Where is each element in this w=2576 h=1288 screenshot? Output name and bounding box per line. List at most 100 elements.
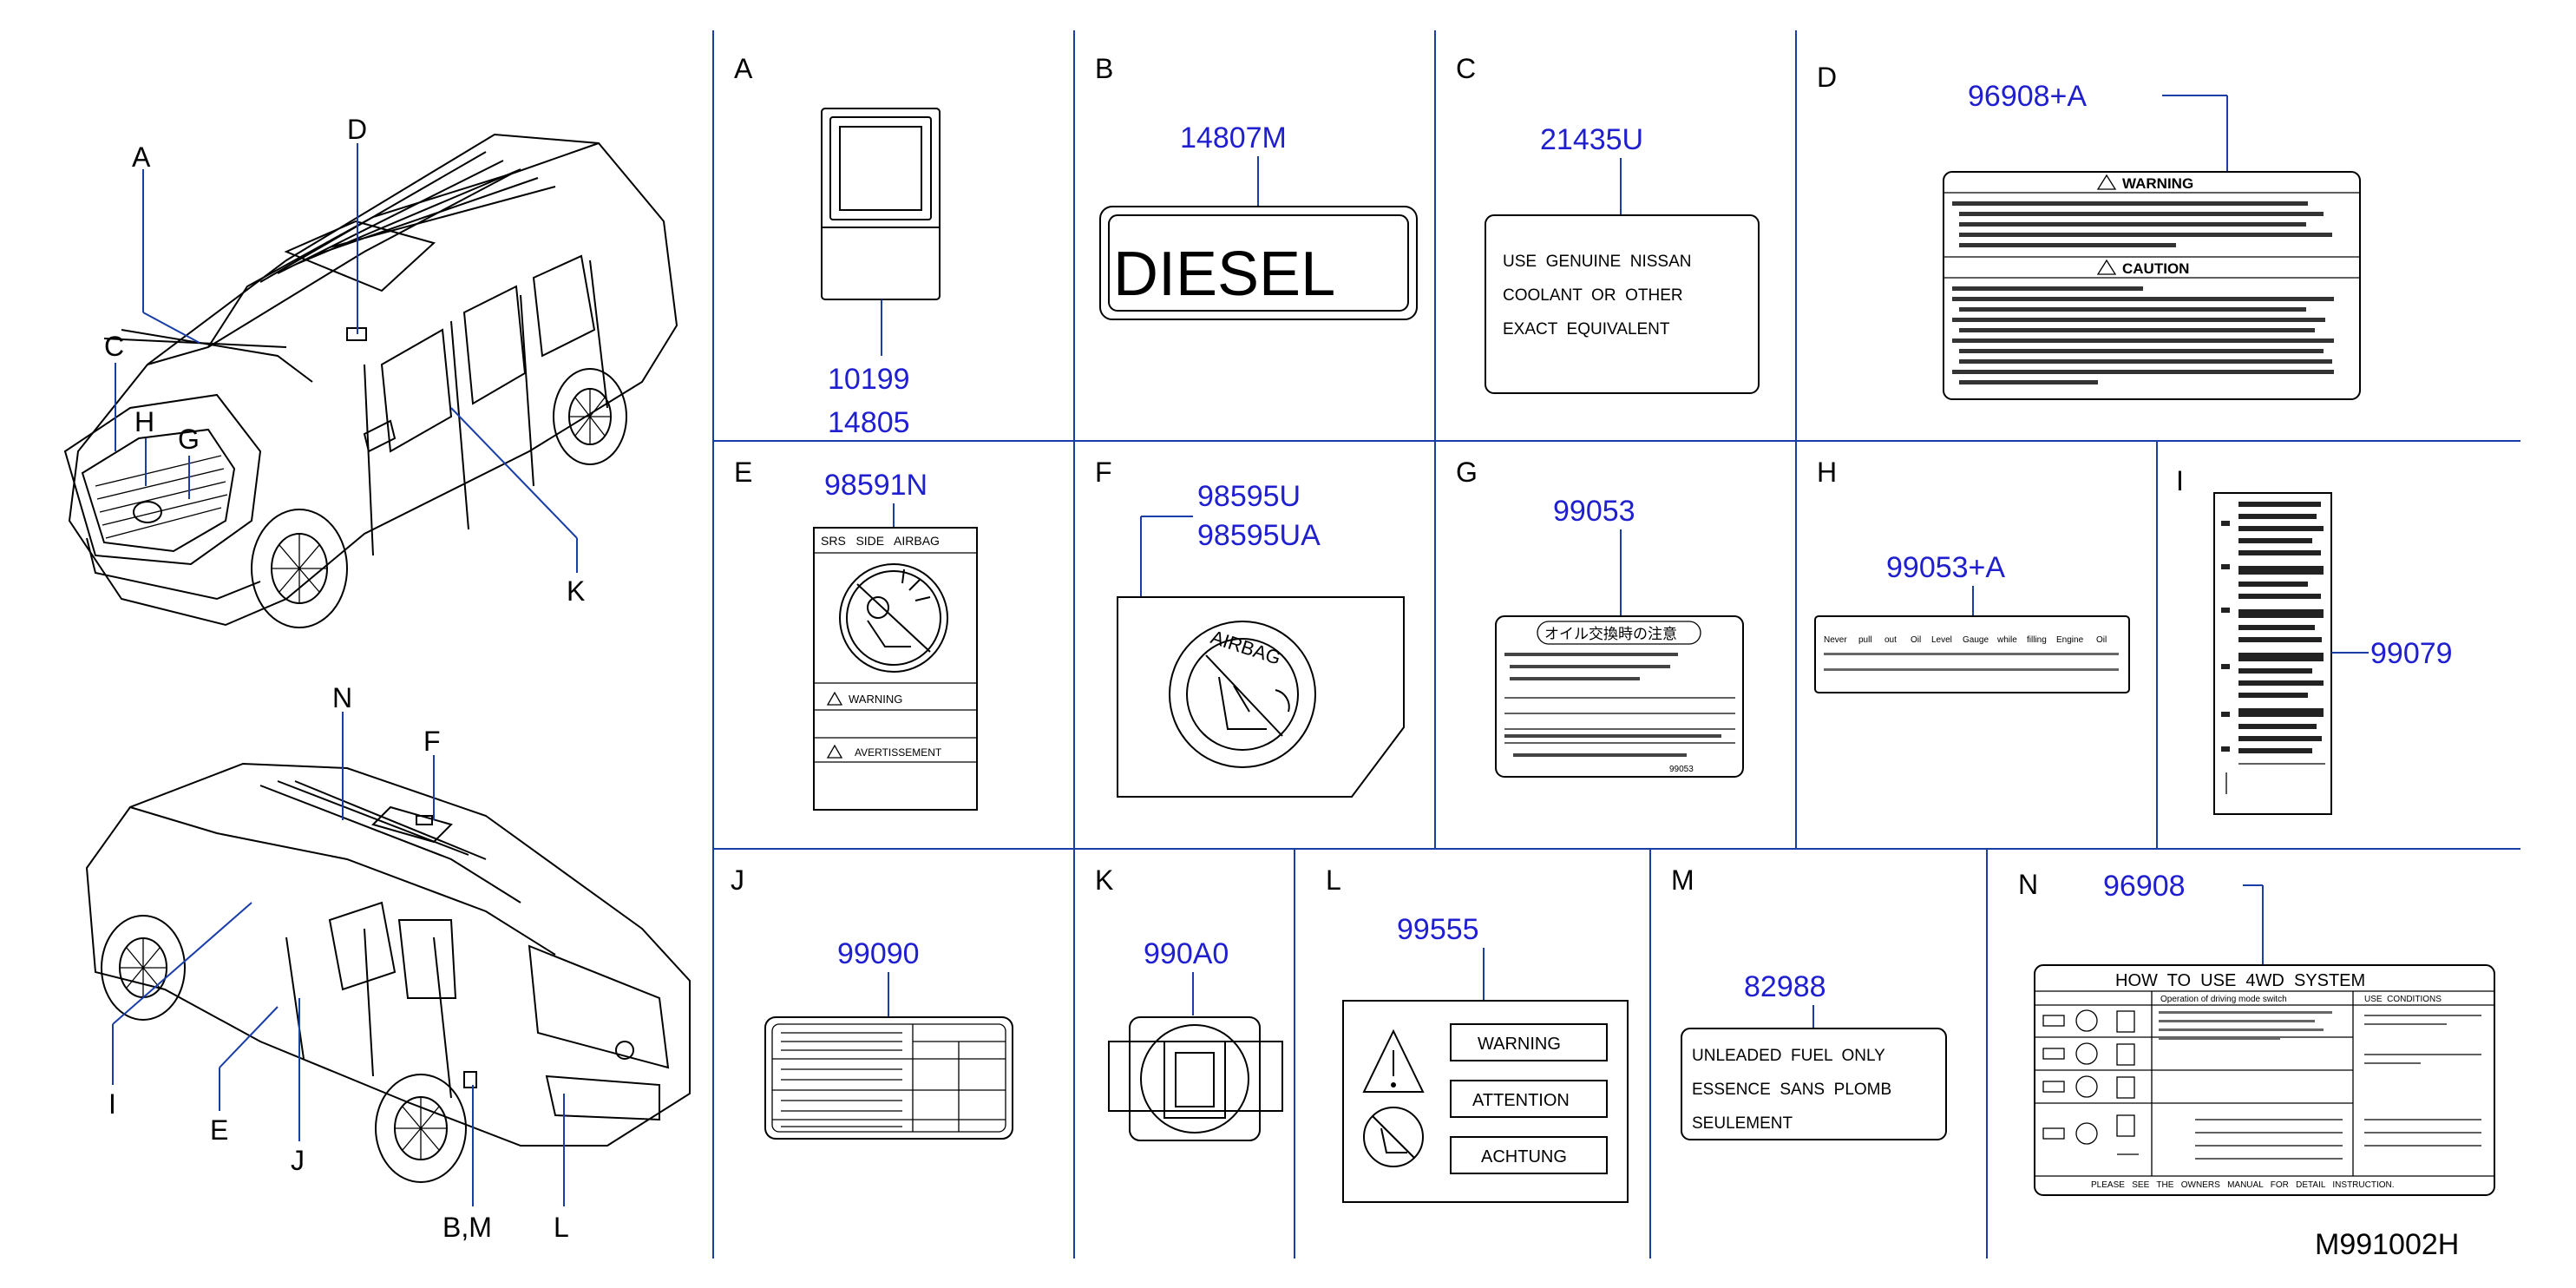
panel-F-part-98595UA: 98595UA [1197,519,1321,552]
panel-M-line-2: ESSENCE SANS PLOMB [1692,1081,1891,1099]
panel-K-letter: K [1095,864,1113,896]
panel-M-line-1: UNLEADED FUEL ONLY [1692,1047,1885,1065]
callout-rear-BM: B,M [442,1212,492,1243]
panel-H: H 99053+A Never pull out Oil Level Gauge… [1814,457,2130,693]
panel-A-part-14805: 14805 [828,406,910,439]
panel-E-srs-heading: SRS SIDE AIRBAG [821,534,940,548]
panel-N-letter: N [2018,869,2038,900]
panel-I-letter: I [2176,465,2184,496]
panel-E-avertissement: AVERTISSEMENT [855,746,942,759]
panel-E-warning: WARNING [849,693,902,706]
panel-M-part-82988: 82988 [1744,970,1826,1003]
panel-G-code: 99053 [1669,765,1694,774]
panel-B-part-14807M: 14807M [1180,122,1287,154]
svg-text:while: while [1996,635,2017,645]
panel-D: D 96908+A WARNING CAUTION [1817,62,2361,400]
panel-G-letter: G [1456,457,1478,488]
panel-N: N 96908 HOW TO USE 4WD SYSTEM Operation … [2018,869,2495,1196]
callout-rear-I: I [108,1088,116,1120]
panel-F-airbag-text: AIRBAG [1209,626,1284,668]
svg-text:Never: Never [1824,635,1847,645]
panel-L: L 99555 WARNING ATTENTION ACHTUNG [1326,864,1629,1203]
callout-rear-J: J [291,1145,305,1176]
panel-J-part-99090: 99090 [837,937,920,970]
rear-callouts: N F I E J B,M L [108,682,569,1243]
panel-L-part-99555: 99555 [1397,913,1479,946]
panel-M-line-3: SEULEMENT [1692,1114,1793,1133]
panel-N-part-96908: 96908 [2103,870,2186,903]
panel-D-warning-heading: WARNING [2122,175,2193,192]
panel-K-part-990A0: 990A0 [1144,937,1229,970]
panel-B-diesel-text: DIESEL [1113,240,1335,309]
panel-N-mode-rows [2035,1009,2481,1160]
panel-E-part-98591N: 98591N [824,469,927,502]
front-callouts: A D C H G K [104,114,585,607]
panel-C-line-2: COOLANT OR OTHER [1503,286,1683,305]
callout-front-D: D [347,114,367,145]
panel-A-part-10199: 10199 [828,363,910,396]
panel-F-part-98595U: 98595U [1197,480,1301,513]
panel-M: M 82988 UNLEADED FUEL ONLY ESSENCE SANS … [1671,864,1947,1140]
panel-H-part-99053A: 99053+A [1886,551,2005,584]
panel-C: C 21435U USE GENUINE NISSAN COOLANT OR O… [1456,53,1760,394]
panel-E-letter: E [734,457,752,488]
panel-H-letter: H [1817,457,1837,488]
panel-J-label-rows [772,1024,1006,1132]
panel-I-part-99079: 99079 [2370,637,2453,670]
panel-C-letter: C [1456,53,1476,84]
panel-I-label-content [2221,502,2325,794]
panel-E-no-child-seat-icon [839,563,948,673]
panel-C-part-21435U: 21435U [1540,123,1643,156]
svg-text:out: out [1884,635,1897,645]
svg-text:pull: pull [1858,635,1872,645]
panel-G-part-99053: 99053 [1553,495,1635,528]
callout-front-G: G [178,424,200,455]
panel-J-letter: J [731,864,744,896]
svg-text:Level: Level [1931,635,1952,645]
panel-D-letter: D [1817,62,1837,93]
panel-B: B 14807M DIESEL [1095,53,1418,320]
panel-I: I [2176,465,2453,815]
panel-L-warning: WARNING [1478,1035,1561,1054]
panel-L-no-child-seat-icon [1363,1107,1424,1167]
callout-rear-F: F [423,726,441,757]
panel-grid [712,30,2520,1258]
svg-text:Engine: Engine [2056,635,2084,645]
panel-F-no-child-seat-icon [1169,621,1316,768]
panel-L-achtung: ACHTUNG [1481,1147,1567,1166]
panel-H-translations [1824,653,2119,671]
callout-rear-L: L [554,1212,569,1243]
callout-front-K: K [567,575,585,607]
vehicle-front-view [63,133,678,628]
panel-N-title: HOW TO USE 4WD SYSTEM [2115,971,2365,990]
callout-front-H: H [134,406,154,437]
panel-D-caution-body [1952,286,2334,384]
panel-A: A 10199 14805 [734,53,941,439]
callout-front-A: A [132,141,151,173]
panel-G-body-text [1504,653,1735,757]
panel-N-footer: PLEASE SEE THE OWNERS MANUAL FOR DETAIL … [2091,1180,2395,1190]
diagram-code: M991002H [2315,1228,2459,1261]
svg-text:Oil: Oil [1911,635,1921,645]
panel-G-title: オイル交換時の注意 [1544,626,1677,642]
panel-L-warning-triangle-icon [1362,1028,1425,1093]
svg-text:filling: filling [2027,635,2047,645]
panel-L-attention: ATTENTION [1472,1091,1570,1110]
panel-E: E 98591N SRS SIDE AIRBAG WARNING AVERTIS… [734,457,978,811]
panel-D-caution-heading: CAUTION [2122,260,2189,277]
panel-B-letter: B [1095,53,1113,84]
panel-K-plug-icon [1108,1016,1283,1141]
panel-N-header-conditions: USE CONDITIONS [2364,995,2442,1004]
panel-N-header-operation: Operation of driving mode switch [2160,995,2287,1004]
callout-rear-E: E [210,1114,228,1146]
panel-A-letter: A [734,53,753,84]
panel-C-line-1: USE GENUINE NISSAN [1503,253,1692,271]
panel-J: J 99090 [731,864,1013,1140]
panel-G: G 99053 オイル交換時の注意 99053 [1456,457,1744,778]
panel-F: F 98595U 98595UA AIRBAG [1095,457,1405,798]
vehicle-rear-view [85,762,691,1183]
panel-H-label-words: Never pull out Oil Level Gauge while fil… [1824,635,2107,645]
svg-text:Gauge: Gauge [1963,635,1989,645]
callout-rear-N: N [332,682,352,713]
